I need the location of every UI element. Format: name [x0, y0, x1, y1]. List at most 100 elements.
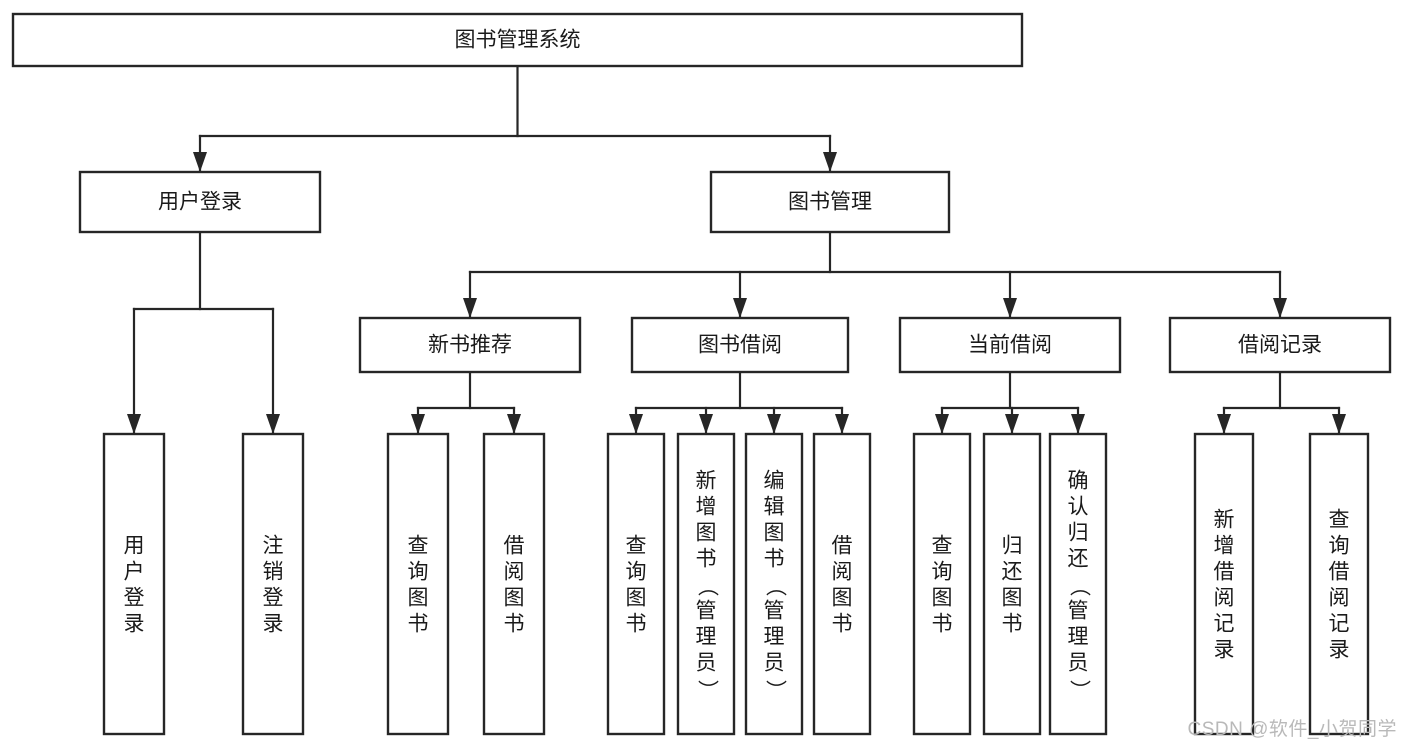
- node-label-char: 询: [626, 561, 647, 584]
- node-label: 图书借阅: [698, 334, 782, 357]
- watermark-text: CSDN @软件_小贺同学: [1187, 719, 1397, 740]
- node-label-char: 阅: [832, 561, 853, 584]
- node-label-char: 员: [764, 652, 785, 675]
- node-label-char: 归: [1068, 522, 1089, 545]
- node-label-char: 询: [1329, 535, 1350, 558]
- node-label-char: 销: [263, 561, 284, 584]
- node-label-char: 管: [764, 600, 785, 623]
- node-label-char: 借: [1214, 561, 1235, 584]
- node-label-char: 查: [1329, 509, 1350, 532]
- arrow-head-icon: [266, 414, 280, 434]
- node-label-char: 记: [1329, 613, 1350, 636]
- node-label-char: 注: [263, 535, 284, 558]
- node-label-char: 图: [932, 587, 953, 610]
- arrow-head-icon: [193, 152, 207, 172]
- node-label-char: 员: [1068, 652, 1089, 675]
- node-box: [982, 432, 1042, 736]
- node-label-char: 书: [764, 548, 785, 571]
- arrow-head-icon: [835, 414, 849, 434]
- node-label-char: 书: [408, 613, 429, 636]
- node-box: [1193, 432, 1255, 736]
- node-label: 用户登录: [158, 191, 242, 214]
- node-label-char: 确: [1068, 470, 1089, 493]
- arrow-head-icon: [1273, 298, 1287, 318]
- node-label-char: 增: [1214, 535, 1235, 558]
- node-l3-borrow[interactable]: 图书借阅: [630, 316, 850, 374]
- connector-lines-layer: [127, 64, 1346, 435]
- node-label-char: 还: [1002, 561, 1023, 584]
- arrow-head-icon: [1003, 298, 1017, 318]
- node-l2-user-login[interactable]: 用户登录: [78, 170, 322, 234]
- node-box: [482, 432, 546, 736]
- node-l3-new-book[interactable]: 新书推荐: [358, 316, 582, 374]
- node-label-char: 登: [124, 587, 145, 610]
- node-label-char: 认: [1068, 496, 1089, 519]
- node-label-char: 辑: [764, 496, 785, 519]
- node-label: 借阅记录: [1238, 334, 1322, 357]
- node-label-char: 归: [1002, 535, 1023, 558]
- node-box: [386, 432, 450, 736]
- node-label-char: 管: [1068, 600, 1089, 623]
- node-l2-book-mgmt[interactable]: 图书管理: [709, 170, 951, 234]
- node-box: [676, 432, 736, 736]
- node-l3-current[interactable]: 当前借阅: [898, 316, 1122, 374]
- node-label-char: ）: [763, 680, 786, 701]
- node-label-char: 书: [696, 548, 717, 571]
- node-label-char: 增: [696, 496, 717, 519]
- node-root[interactable]: 图书管理系统: [11, 12, 1024, 68]
- node-boxes-layer: 图书管理系统用户登录图书管理新书推荐图书借阅当前借阅借阅记录用户登录注销登录查询…: [11, 12, 1392, 736]
- node-label: 当前借阅: [968, 334, 1052, 357]
- node-label-char: 图: [764, 522, 785, 545]
- arrow-head-icon: [935, 414, 949, 434]
- node-box: [358, 316, 582, 374]
- node-label-char: 查: [408, 535, 429, 558]
- node-box: [1308, 432, 1370, 736]
- node-label-char: 询: [932, 561, 953, 584]
- node-box: [744, 432, 804, 736]
- node-label-char: 用: [124, 535, 145, 558]
- node-label-char: （: [1067, 576, 1090, 597]
- node-label-char: 图: [408, 587, 429, 610]
- arrow-head-icon: [1217, 414, 1231, 434]
- node-label-char: 登: [263, 587, 284, 610]
- node-box: [241, 432, 305, 736]
- node-label-char: 阅: [504, 561, 525, 584]
- node-label-char: 记: [1214, 613, 1235, 636]
- arrow-head-icon: [411, 414, 425, 434]
- arrow-head-icon: [127, 414, 141, 434]
- node-label-char: ）: [1067, 680, 1090, 701]
- node-label-char: 录: [263, 613, 284, 636]
- node-label-char: 图: [1002, 587, 1023, 610]
- node-box: [606, 432, 666, 736]
- node-label-char: ）: [695, 680, 718, 701]
- node-label-char: 书: [932, 613, 953, 636]
- node-box: [630, 316, 850, 374]
- arrow-head-icon: [629, 414, 643, 434]
- node-label: 图书管理系统: [455, 29, 581, 52]
- node-label-char: 录: [1329, 639, 1350, 662]
- node-label-char: 新: [1214, 509, 1235, 532]
- node-box: [812, 432, 872, 736]
- arrow-head-icon: [507, 414, 521, 434]
- node-label-char: 员: [696, 652, 717, 675]
- node-label-char: 阅: [1329, 587, 1350, 610]
- node-label-char: 管: [696, 600, 717, 623]
- node-box: [898, 316, 1122, 374]
- node-leaf-user-login[interactable]: 用户登录: [102, 432, 166, 736]
- arrow-head-icon: [1332, 414, 1346, 434]
- node-l3-record[interactable]: 借阅记录: [1168, 316, 1392, 374]
- node-box: [78, 170, 322, 234]
